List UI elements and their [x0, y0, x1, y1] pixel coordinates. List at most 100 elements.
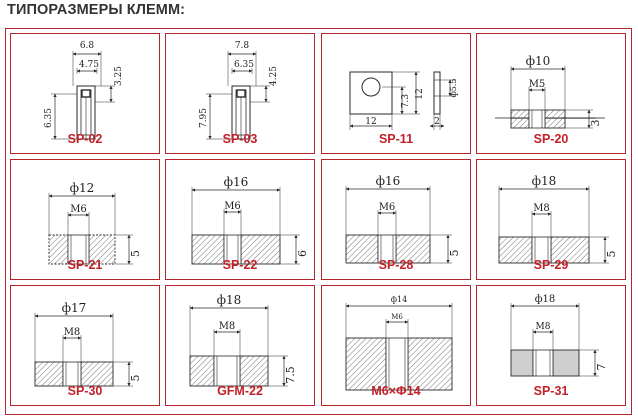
terminal-plate [349, 71, 393, 115]
height-label: 3 [589, 120, 602, 127]
height-label: 5 [129, 250, 142, 257]
thread-hole [377, 234, 397, 264]
nut-body-left [34, 361, 64, 387]
nut-body-left [345, 234, 379, 264]
height-label: 7.95 [199, 108, 209, 128]
diameter-label: ф18 [532, 174, 557, 188]
nut-body-left [510, 349, 534, 377]
terminal-caption: M6×Ф14 [371, 384, 421, 398]
nut-body-right [395, 234, 431, 264]
diameter-label: ф17 [62, 301, 87, 315]
height-label: 7 [595, 364, 608, 371]
nut-body-right [80, 361, 114, 387]
thread-hole [531, 236, 552, 264]
terminal-caption: SP-03 [222, 132, 258, 146]
terminal-caption: SP-31 [533, 384, 569, 398]
diameter-label: ф12 [70, 181, 95, 195]
width-label: 4.75 [79, 60, 99, 70]
terminal-caption: SP-11 [378, 132, 414, 146]
terminal-caption: SP-02 [67, 132, 103, 146]
terminal-caption: SP-21 [67, 258, 103, 272]
thread-hole [532, 349, 554, 377]
nut-body-left [345, 337, 387, 391]
nut-body-left [510, 109, 530, 129]
height-label: 12 [415, 88, 425, 99]
height-label: 7.3 [401, 94, 411, 109]
diameter-label: ф16 [376, 174, 401, 188]
diameter-label: ф18 [217, 293, 242, 307]
screw-slot [236, 89, 246, 98]
thread-label: M6 [70, 204, 87, 215]
screw-slot [81, 89, 91, 98]
diameter-label: ф16 [224, 175, 249, 189]
page-title: ТИПОРАЗМЕРЫ КЛЕММ: [7, 2, 186, 18]
terminal-caption: SP-28 [378, 258, 414, 272]
height-label: 5 [448, 250, 461, 257]
nut-body-right [544, 109, 566, 129]
width-label: 12 [365, 117, 376, 127]
height-label: 5 [129, 375, 142, 382]
terminal-caption: GFM-22 [217, 384, 263, 398]
thread-label: M8 [536, 322, 551, 332]
thread-label: M5 [529, 79, 546, 90]
thread-label: M8 [64, 327, 81, 338]
nut-body-left [189, 355, 215, 387]
terminal-drawing: 6.8 4.75 3.25 6.35 [44, 41, 124, 140]
thread-label: M8 [219, 321, 236, 332]
terminal-caption: SP-20 [533, 132, 569, 146]
height-label: 4.25 [269, 66, 279, 86]
height-label: 6.35 [44, 108, 54, 128]
terminal-caption: SP-30 [67, 384, 103, 398]
thickness-label: 2 [434, 117, 440, 127]
terminal-drawing: 7.3 12 12 2 ф5.5 [349, 71, 458, 130]
diameter-label: ф14 [391, 295, 407, 304]
thread-hole [213, 355, 241, 387]
nut-body-right [88, 234, 116, 265]
thread-hole [67, 234, 90, 265]
height-label: 5 [605, 251, 618, 258]
mounting-hole [361, 77, 381, 97]
nut-body-right [240, 234, 281, 265]
width-label: 7.8 [235, 41, 250, 51]
terminal-caption: SP-29 [533, 258, 569, 272]
width-label: 6.8 [80, 41, 95, 51]
plate-side-view [433, 71, 441, 115]
thread-hole [385, 337, 409, 391]
height-label: 3.25 [114, 66, 124, 86]
thread-label: M6 [391, 313, 403, 321]
thread-label: M6 [379, 202, 396, 213]
height-label: 6 [296, 250, 309, 257]
nut-body-right [552, 349, 580, 377]
diameter-label: ф18 [535, 294, 556, 305]
height-label: 7.5 [284, 366, 297, 384]
thread-hole [528, 109, 546, 129]
terminal-drawing: 7.86.354.257.95 [199, 41, 279, 140]
thread-label: M8 [533, 203, 550, 214]
thread-hole [223, 234, 242, 265]
terminal-caption: SP-22 [222, 258, 258, 272]
thread-hole [62, 361, 82, 387]
nut-body-right [550, 236, 590, 264]
hole-label: ф5.5 [449, 79, 458, 98]
